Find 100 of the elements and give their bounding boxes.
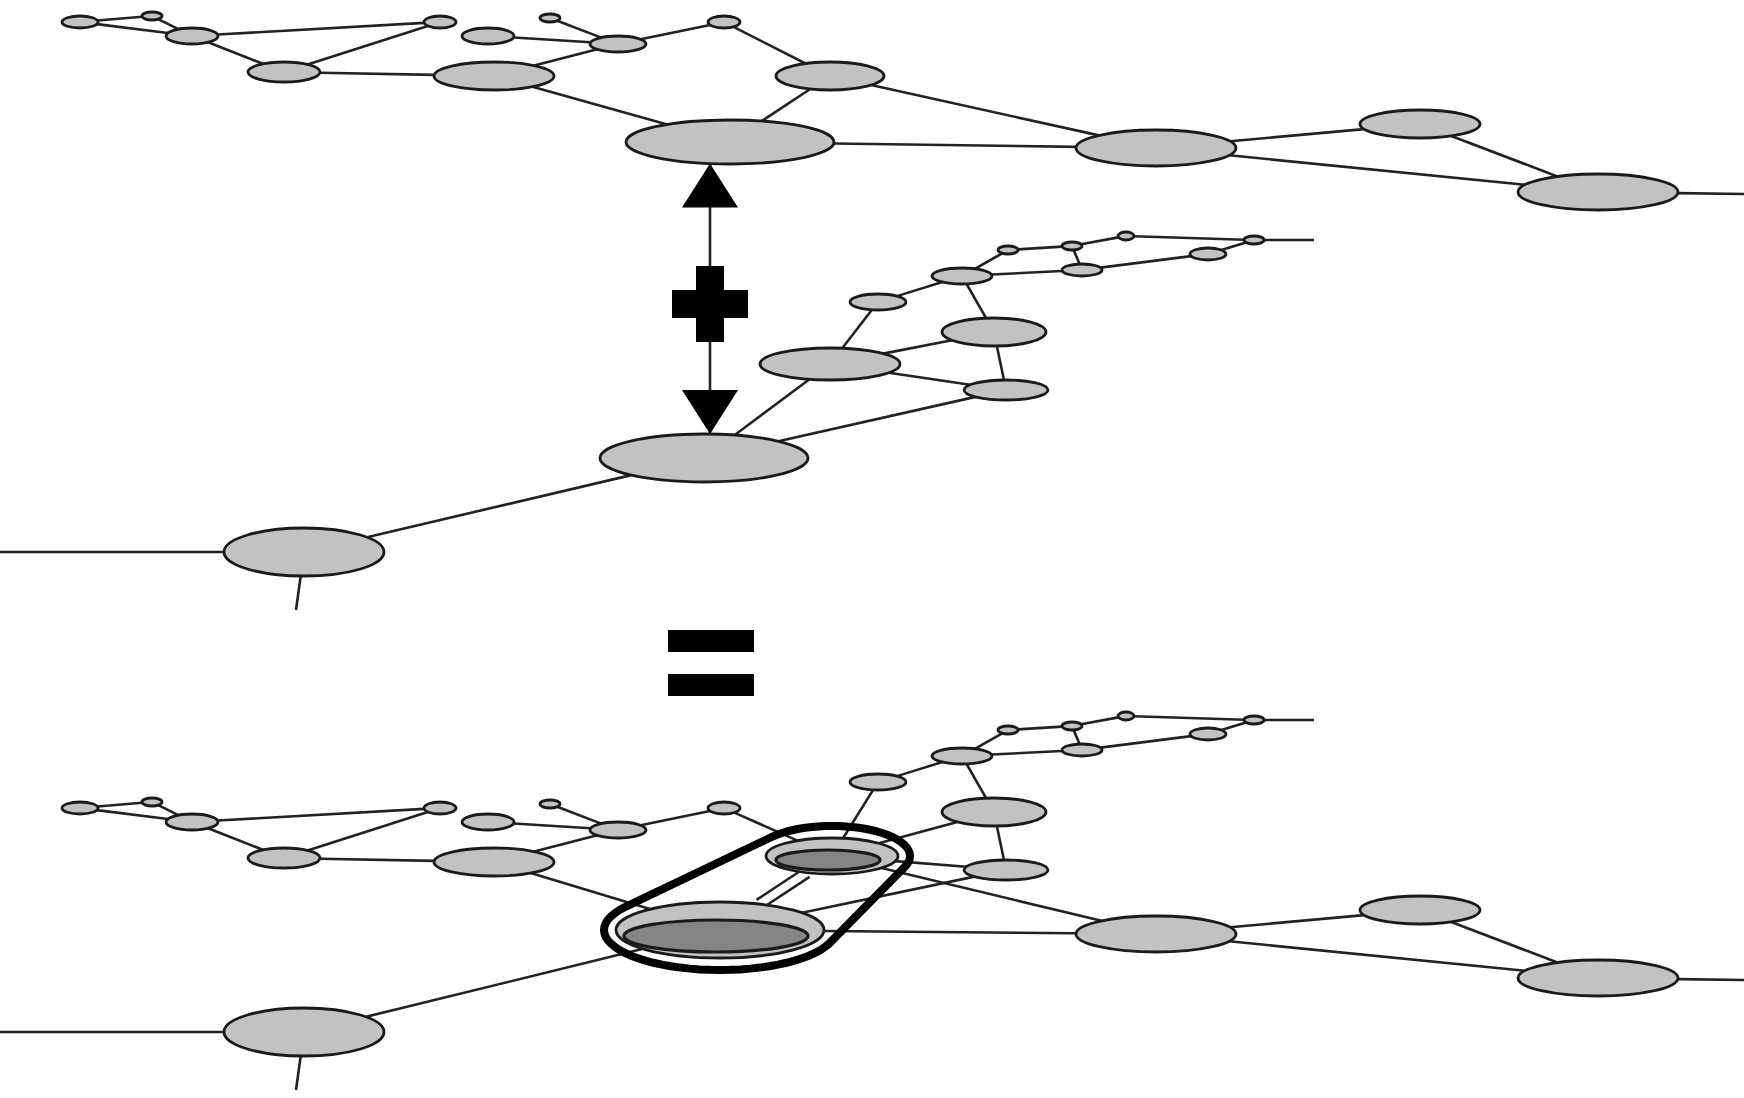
connector-line <box>1017 245 1063 251</box>
network-node <box>962 858 1050 882</box>
connector-line <box>1229 154 1525 186</box>
network-node <box>432 846 556 878</box>
connector-line <box>1220 721 1247 732</box>
network-node <box>996 244 1020 256</box>
network-node <box>1074 914 1238 954</box>
network-node <box>432 60 556 92</box>
connector-line <box>995 825 1006 861</box>
connector-line <box>1133 234 1245 241</box>
connector-line <box>1080 236 1119 246</box>
connector-line <box>97 801 143 808</box>
network-node <box>460 812 516 832</box>
network-node <box>1060 240 1084 252</box>
network-node <box>538 12 562 24</box>
connector-line <box>157 803 179 817</box>
network-node <box>246 846 322 870</box>
connector-line <box>870 83 1100 137</box>
network-node <box>246 60 322 84</box>
connector-line <box>217 21 425 36</box>
network-node <box>598 432 810 484</box>
connector-line <box>991 269 1063 276</box>
connector-line <box>513 822 591 830</box>
connector-line <box>157 17 179 31</box>
connector-line <box>556 805 602 825</box>
connector-line <box>965 283 988 319</box>
connector-line <box>1133 714 1245 721</box>
connector-line <box>733 811 798 842</box>
network-node <box>940 796 1048 828</box>
connector-line <box>97 15 143 22</box>
network-node <box>1242 234 1266 246</box>
connector-line <box>841 309 873 350</box>
connector-line <box>823 929 1077 935</box>
connector-line <box>207 41 264 66</box>
merged-network-node <box>764 836 900 876</box>
connector-line <box>1264 718 1314 722</box>
connector-line <box>801 875 975 915</box>
merged-network-node <box>614 900 826 960</box>
connector-line <box>319 71 435 77</box>
network-node <box>1358 894 1482 926</box>
network-node <box>774 60 886 92</box>
network-node <box>848 772 908 792</box>
network-node <box>222 526 386 578</box>
network-node <box>1060 262 1104 278</box>
network-node <box>222 1006 386 1058</box>
network-node <box>848 292 908 312</box>
network-node <box>1060 742 1104 758</box>
connector-line <box>991 749 1063 756</box>
connector-line <box>533 834 598 853</box>
connector-line <box>1677 977 1744 982</box>
connector-line <box>732 25 807 65</box>
network-node <box>706 800 742 816</box>
connector-line <box>307 810 429 852</box>
connector-line <box>0 1030 224 1034</box>
connector-line <box>974 732 1003 750</box>
network-node <box>706 14 742 30</box>
connector-line <box>761 875 811 910</box>
connector-line <box>1100 734 1192 749</box>
plus-icon <box>670 264 750 344</box>
highlight-outline <box>598 820 916 976</box>
network-node <box>1516 172 1680 212</box>
network-node <box>538 798 562 810</box>
connector-line <box>883 338 953 355</box>
network-node <box>1188 726 1228 742</box>
connector-line <box>217 807 425 822</box>
connector-line <box>974 252 1003 270</box>
network-node <box>1074 128 1238 168</box>
connector-line <box>778 395 976 443</box>
connector-line <box>96 808 169 821</box>
connector-line <box>878 820 958 845</box>
network-node <box>1516 958 1680 998</box>
network-node <box>1116 230 1136 242</box>
network-node <box>60 800 100 816</box>
connector-line <box>96 22 169 35</box>
network-node <box>930 266 994 286</box>
connector-line <box>733 378 811 437</box>
connector-line <box>319 857 435 863</box>
connector-line <box>888 371 971 386</box>
connector-line <box>761 87 811 123</box>
network-node <box>1358 108 1482 140</box>
network-node <box>588 34 648 54</box>
network-node <box>624 118 836 166</box>
connector-line <box>532 85 668 126</box>
connector-line <box>530 871 652 911</box>
connector-line <box>1080 716 1119 726</box>
network-node <box>588 820 648 840</box>
connector-line <box>895 859 967 869</box>
connector-line <box>896 760 943 778</box>
connector-line <box>995 345 1006 381</box>
connector-line <box>365 947 644 1019</box>
connector-line <box>833 142 1077 149</box>
network-node <box>164 812 220 832</box>
network-node <box>1060 720 1084 732</box>
network-node <box>1116 710 1136 722</box>
network-node <box>962 378 1050 402</box>
connector-line <box>896 280 943 298</box>
connector-line <box>556 19 602 39</box>
connector-line <box>1230 127 1365 143</box>
connector-line <box>1229 940 1525 972</box>
connector-line <box>1264 238 1314 242</box>
